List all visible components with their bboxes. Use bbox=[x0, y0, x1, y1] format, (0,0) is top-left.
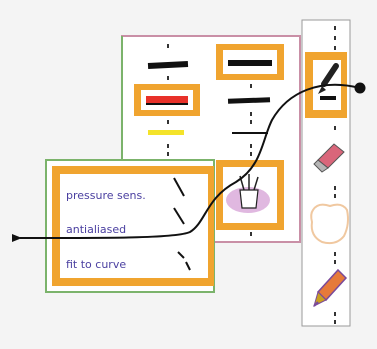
connector-start-dot bbox=[354, 82, 366, 94]
option-antialiased[interactable]: antialiased bbox=[66, 207, 185, 236]
option-pressure-sensitivity[interactable]: pressure sens. bbox=[66, 177, 185, 202]
stroke-red-option[interactable] bbox=[134, 84, 200, 116]
stroke-thick-black-2-option[interactable] bbox=[216, 44, 284, 80]
stroke-yellow[interactable] bbox=[148, 130, 184, 135]
tool-toolbar bbox=[301, 19, 351, 327]
connector-curve bbox=[11, 83, 361, 243]
brush-pot-option[interactable] bbox=[216, 160, 284, 230]
option-label: pressure sens. bbox=[66, 189, 146, 202]
tool-pen-nib[interactable] bbox=[313, 268, 348, 307]
eraser-icon bbox=[313, 143, 345, 173]
palette-left-separators bbox=[167, 44, 169, 156]
brush-pot-icon bbox=[226, 174, 270, 213]
tool-eraser[interactable] bbox=[313, 143, 345, 173]
option-label: antialiased bbox=[66, 223, 126, 236]
stroke-thick-black[interactable] bbox=[147, 60, 189, 70]
stroke-thin-black[interactable] bbox=[232, 132, 268, 134]
toolbar-separators bbox=[334, 26, 336, 324]
connector bbox=[11, 82, 366, 243]
lasso-selection-icon bbox=[310, 203, 349, 245]
option-label: fit to curve bbox=[66, 258, 126, 271]
pen-nib-icon bbox=[313, 268, 348, 307]
options-popup: pressure sens. antialiased fit to curve bbox=[45, 159, 215, 293]
option-fit-to-curve[interactable]: fit to curve bbox=[66, 251, 191, 271]
paintbrush-icon bbox=[318, 63, 339, 100]
tool-lasso-selection[interactable] bbox=[310, 203, 349, 245]
stroke-medium-black[interactable] bbox=[227, 97, 271, 104]
palette-right-separators bbox=[250, 84, 252, 236]
